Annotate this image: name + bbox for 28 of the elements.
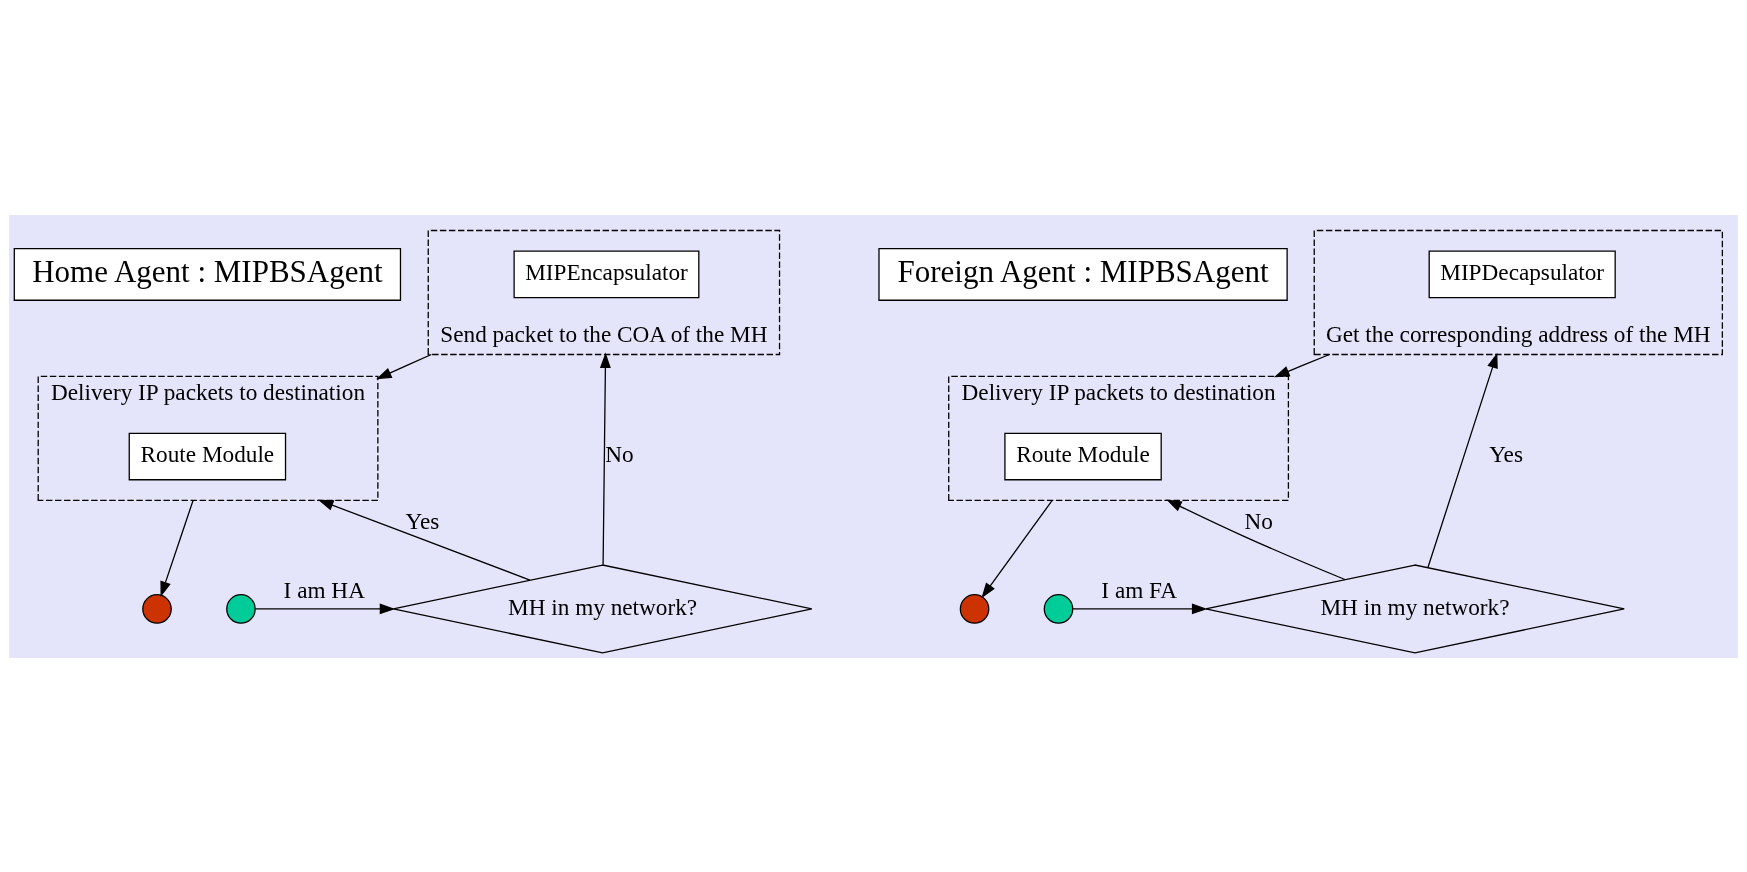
arrow: [1427, 352, 1498, 568]
node-circle: [142, 593, 172, 624]
node-box: Foreign Agent : MIPBSAgent: [878, 247, 1288, 301]
edge-label: I am FA: [1101, 576, 1178, 603]
node-circle: [1043, 593, 1074, 624]
node-box: MIPDecapsulator: [1428, 250, 1616, 298]
node-diamond: MH in my network?: [392, 563, 813, 653]
edge-label: No: [605, 440, 634, 467]
arrow: [1166, 499, 1346, 580]
edge-label: I am HA: [283, 576, 365, 603]
arrow: [981, 499, 1053, 598]
arrow: [376, 353, 432, 379]
arrow: [1273, 353, 1331, 377]
node-circle: [226, 593, 256, 624]
edge-label: No: [1244, 507, 1273, 534]
arrow: [599, 352, 611, 565]
node-box: Route Module: [128, 432, 287, 480]
arrow: [1072, 603, 1208, 614]
node-circle: [959, 593, 990, 624]
node-diamond: MH in my network?: [1205, 563, 1625, 653]
node-box: MIPEncapsulator: [513, 250, 700, 298]
arrow: [160, 499, 194, 597]
arrow: [254, 603, 396, 614]
arrow: [317, 499, 531, 581]
edge-label: Yes: [405, 507, 440, 534]
node-box: Home Agent : MIPBSAgent: [13, 247, 402, 301]
edge-label: Yes: [1489, 440, 1523, 467]
node-box: Route Module: [1004, 432, 1162, 480]
